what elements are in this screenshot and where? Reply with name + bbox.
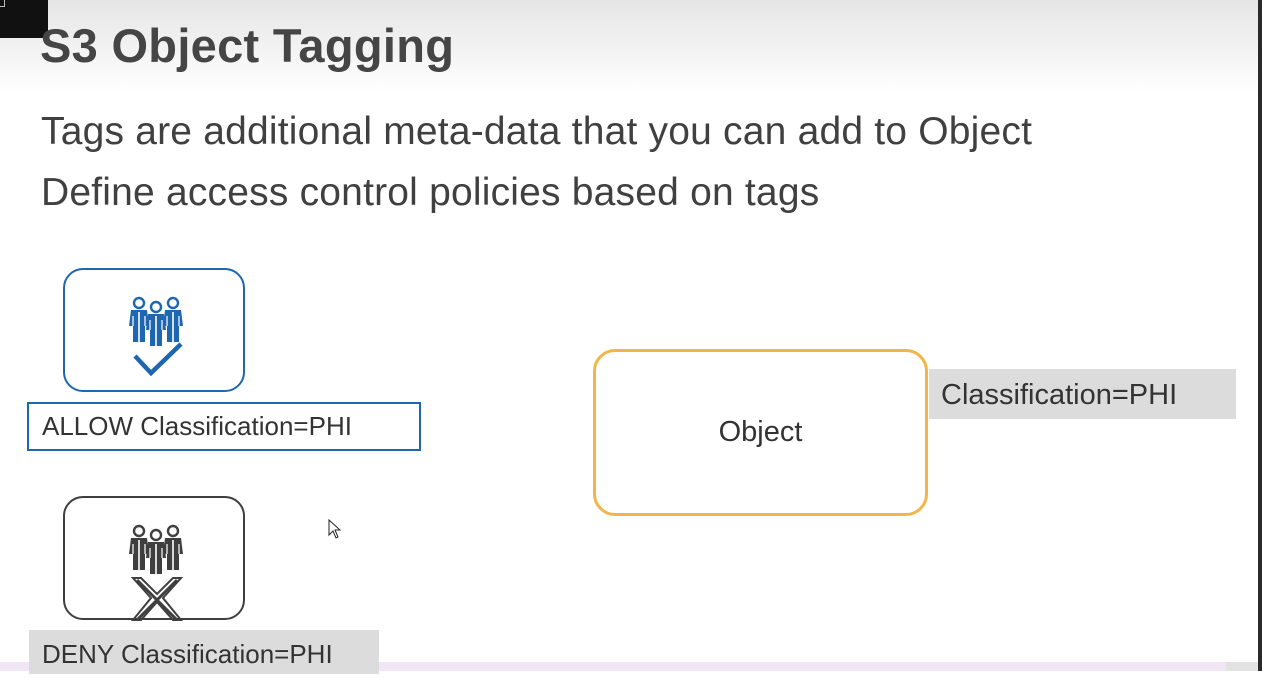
users-group-icon — [127, 524, 185, 622]
users-group-icon — [127, 296, 185, 377]
window-corner-overlay — [0, 0, 48, 38]
object-box: Object — [593, 349, 928, 516]
allow-policy-label: ALLOW Classification=PHI — [27, 402, 421, 451]
bottom-strip — [0, 662, 1258, 671]
corner-glyph-icon — [0, 0, 5, 7]
bottom-strip-end — [1226, 662, 1258, 671]
bullet-text: Tags are additional meta-data that you c… — [41, 110, 1033, 153]
cross-icon — [130, 577, 184, 622]
checkmark-icon — [133, 342, 183, 377]
allow-group-box — [63, 268, 245, 392]
slide-title: S3 Object Tagging — [40, 19, 455, 72]
window-right-edge — [1258, 0, 1262, 671]
object-label: Object — [718, 416, 803, 448]
bullet-text: Define access control policies based on … — [41, 171, 820, 214]
deny-group-box — [63, 496, 245, 622]
title-band — [0, 0, 1258, 92]
deny-policy-label: DENY Classification=PHI — [29, 630, 379, 674]
mouse-cursor-icon — [328, 519, 342, 539]
object-tag-label: Classification=PHI — [929, 369, 1236, 419]
